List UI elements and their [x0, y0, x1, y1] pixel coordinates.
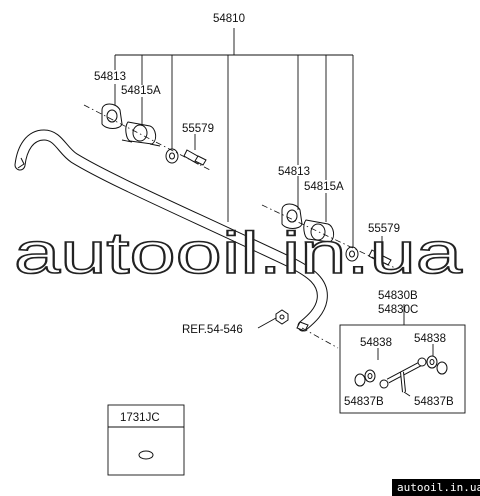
label-bolt-a: 55579: [182, 123, 214, 135]
bolt-a: [183, 149, 207, 166]
ref-nut: [275, 309, 289, 325]
label-link-boot-left: 54837B: [344, 396, 384, 408]
leader-lines: [114, 28, 434, 360]
footer-text: autooil.in.ua: [397, 481, 480, 494]
washer-a: [165, 148, 179, 164]
label-ref: REF.54-546: [182, 324, 243, 336]
label-bracket-b: 54815A: [304, 181, 344, 193]
label-link-nut-left: 54838: [360, 337, 392, 349]
label-link-boot-right: 54837B: [414, 396, 454, 408]
bracket-b: [303, 219, 335, 243]
label-bolt-b: 55579: [368, 223, 400, 235]
link-nut-left: [364, 369, 376, 383]
plug-box: [107, 404, 185, 476]
label-bracket-a: 54815A: [121, 85, 161, 97]
label-link-nut-right: 54838: [414, 333, 446, 345]
plug-icon: [138, 450, 154, 460]
label-link-b: 54830C: [378, 304, 418, 316]
footer-badge: autooil.in.ua: [392, 479, 480, 496]
label-plug: 1731JC: [120, 412, 160, 424]
link-boot-left: [354, 373, 366, 387]
stabilizer-bar: [14, 129, 328, 332]
label-link-a: 54830B: [378, 290, 418, 302]
bushing-a: [101, 103, 123, 129]
link-box: [339, 324, 466, 414]
center-lines: [83, 104, 396, 349]
washer-b: [345, 246, 359, 262]
link-nut-right: [426, 355, 438, 369]
watermark-text: autooil.in.ua: [14, 221, 463, 286]
link-boot-right: [436, 361, 448, 375]
stabilizer-link: [379, 357, 427, 397]
label-bush-b: 54813: [278, 166, 310, 178]
label-assembly: 54810: [213, 13, 245, 25]
label-bush-a: 54813: [94, 71, 126, 83]
